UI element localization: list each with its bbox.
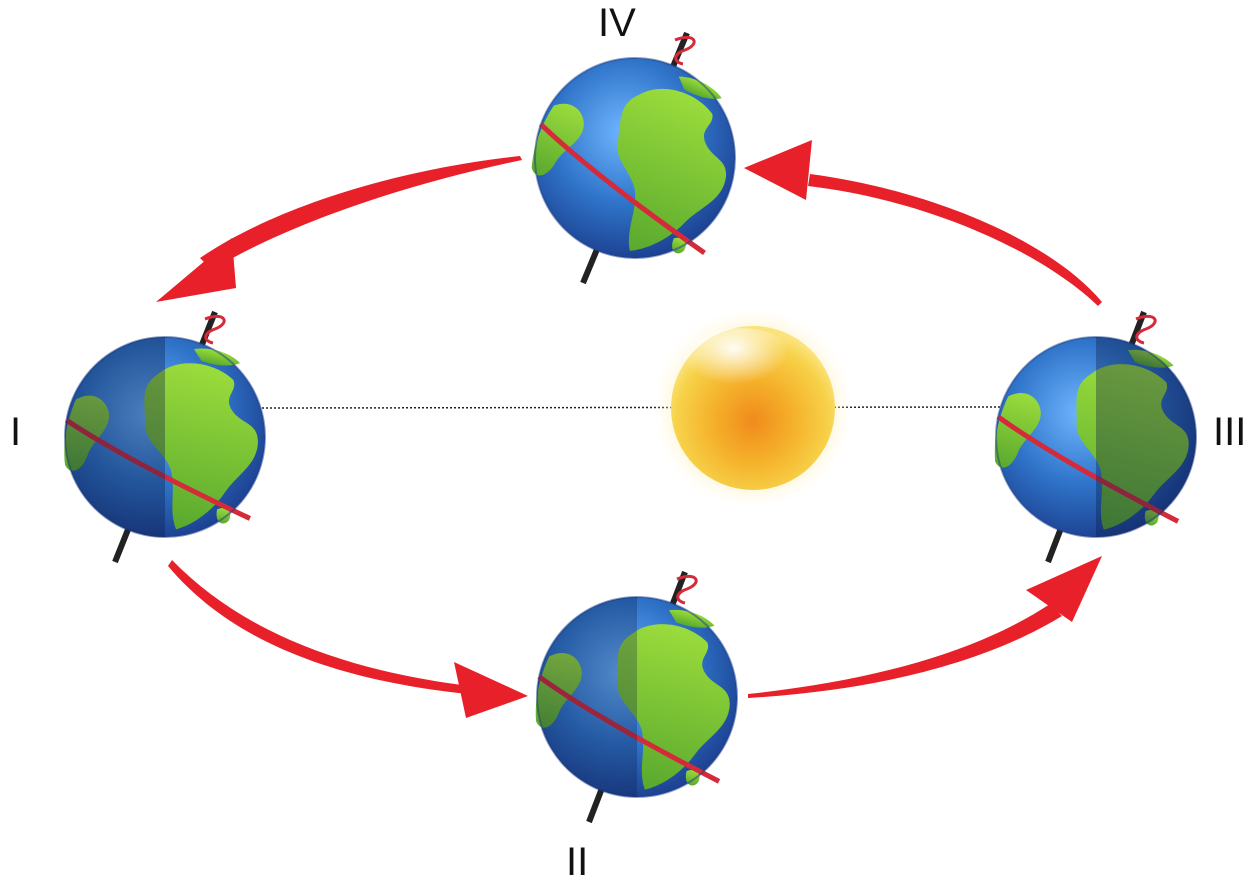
- orbit-arrow-icon: [168, 560, 470, 694]
- night-side: [65, 337, 165, 537]
- rotation-arrow-icon: [676, 574, 698, 605]
- orbit-arrow-icon: [808, 174, 1102, 306]
- orbit-arrow-icon: [200, 156, 522, 270]
- earth-position-iv: [505, 28, 765, 288]
- earth-position-ii: [516, 570, 758, 824]
- sun-line: [261, 406, 1001, 409]
- night-side: [537, 597, 637, 797]
- earth-globe-icon: [505, 28, 765, 288]
- orbit-arrow-icon: [1026, 556, 1102, 622]
- orbit-arrow-icon: [454, 662, 528, 718]
- earth-position-i: [46, 310, 283, 564]
- earth-position-iii: [975, 310, 1217, 564]
- rotation-arrow-icon: [204, 314, 226, 345]
- orbit-arrow-icon: [744, 140, 812, 200]
- rotation-arrow-icon: [674, 35, 696, 66]
- label-ii: II: [566, 840, 588, 883]
- orbit-arrow-icon: [156, 238, 236, 302]
- orbit-arrows: [156, 140, 1102, 718]
- night-side: [1096, 337, 1196, 537]
- rotation-arrow-icon: [1135, 314, 1157, 345]
- label-i: I: [10, 410, 21, 454]
- sun: [653, 308, 853, 508]
- label-iii: III: [1213, 410, 1246, 454]
- sun-highlight: [678, 328, 802, 408]
- label-iv: IV: [598, 1, 636, 45]
- orbit-arrow-icon: [748, 604, 1062, 698]
